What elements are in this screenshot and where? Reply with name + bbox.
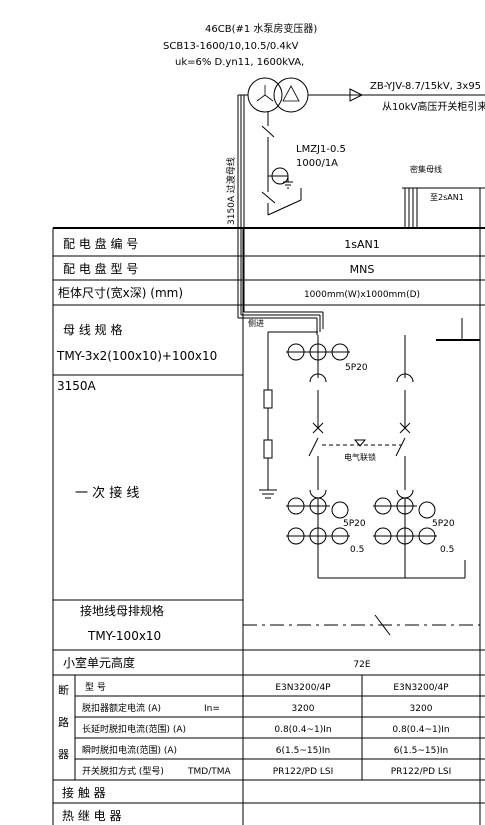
ground-bus-spec: TMY-100x10 xyxy=(87,629,161,643)
cell-height-value: 72E xyxy=(353,660,370,670)
primary-wiring-diagram: 侧进 5P20 电气联锁 xyxy=(238,311,480,636)
panel-type-label: 配 电 盘 型 号 xyxy=(63,261,138,276)
busbar-label: 母 线 规 格 xyxy=(63,322,122,337)
breaker-group-label: 断 路 器 xyxy=(58,683,69,761)
to-panel-label: 至2sAN1 xyxy=(430,193,464,202)
primary-wiring-label: 一 次 接 线 xyxy=(75,485,139,501)
ct-labels: LMZJ1-0.5 1000/1A xyxy=(296,144,346,169)
breaker-row-label: 长延时脱扣电流(范围) (A) xyxy=(82,723,186,735)
spd-label-1: 5P20 xyxy=(343,519,366,529)
transformer-name: 46CB(#1 水泵房变压器) xyxy=(205,22,317,35)
size-label: 柜体尺寸(宽x深) (mm) xyxy=(58,285,183,300)
incoming-cable-labels: ZB-YJV-8.7/15kV, 3x95 从10kV高压开关柜引来 xyxy=(370,81,485,113)
breaker-cell-c1: E3N3200/4P xyxy=(275,683,331,693)
breaker-row-label: 脱扣器额定电流 (A) xyxy=(82,702,161,714)
busduct-vertical-label: 3150A 过渡母线 xyxy=(225,157,237,225)
breaker-cell-c1: PR122/PD LSI xyxy=(273,767,334,777)
ct-small-label-1: 0.5 xyxy=(350,545,364,555)
busbar-spec: TMY-3x2(100x10)+100x10 xyxy=(56,349,217,363)
table-grid xyxy=(52,227,485,825)
breaker-char-1: 断 xyxy=(58,683,69,697)
transformer-model: SCB13-1600/10,10.5/0.4kV xyxy=(163,41,299,52)
breaker-cell-c2: E3N3200/4P xyxy=(393,683,449,693)
breaker-cell-c2: 0.8(0.4~1)In xyxy=(392,725,449,735)
spd-label-2: 5P20 xyxy=(432,519,455,529)
breaker-row-label: 型 号 xyxy=(85,682,106,693)
ct-top-label: 5P20 xyxy=(345,363,368,373)
cell-height-label: 小室单元高度 xyxy=(63,655,135,670)
panel-no-label: 配 电 盘 编 号 xyxy=(63,236,138,251)
transformer-header: 46CB(#1 水泵房变压器) SCB13-1600/10,10.5/0.4kV… xyxy=(163,22,317,68)
busbar-rating: 3150A xyxy=(57,379,97,393)
ct-small-label-2: 0.5 xyxy=(440,545,454,555)
transformer-symbol xyxy=(247,77,309,113)
size-value: 1000mm(W)x1000mm(D) xyxy=(304,290,420,300)
ground-bus-label: 接地线母排规格 xyxy=(80,603,164,618)
breaker-cell-c2: PR122/PD LSI xyxy=(391,767,452,777)
dense-bus-label: 密集母线 xyxy=(410,164,442,174)
panel-type-value: MNS xyxy=(350,263,375,276)
incoming-cable: ZB-YJV-8.7/15kV, 3x95 xyxy=(370,81,481,92)
breaker-cell-c1: 3200 xyxy=(292,704,315,714)
ct-model: LMZJ1-0.5 xyxy=(296,144,346,155)
breaker-cell-c1: 6(1.5~15)In xyxy=(276,746,330,756)
interlock-label: 电气联锁 xyxy=(344,452,376,462)
breaker-row-label: 开关脱扣方式 (型号) xyxy=(82,765,164,777)
panel-no-value: 1sAN1 xyxy=(344,238,379,251)
ct-ratio: 1000/1A xyxy=(296,158,338,169)
breaker-char-2: 路 xyxy=(58,716,69,729)
breaker-row-label: 瞬时脱扣电流(范围) (A) xyxy=(82,744,177,756)
breaker-row-extra: In= xyxy=(204,704,220,714)
incoming-source: 从10kV高压开关柜引来 xyxy=(382,100,485,113)
breaker-cell-c1: 0.8(0.4~1)In xyxy=(274,725,331,735)
breaker-cell-c2: 3200 xyxy=(410,704,433,714)
breaker-row-extra: TMD/TMA xyxy=(187,767,231,777)
side-entry-label: 侧进 xyxy=(248,318,264,328)
thermal-relay-label: 热 继 电 器 xyxy=(62,809,121,823)
transformer-params: uk=6% D.yn11, 1600kVA, xyxy=(175,57,304,68)
breaker-char-3: 器 xyxy=(58,748,69,761)
breaker-cell-c2: 6(1.5~15)In xyxy=(394,746,448,756)
contactor-label: 接 触 器 xyxy=(62,785,106,800)
